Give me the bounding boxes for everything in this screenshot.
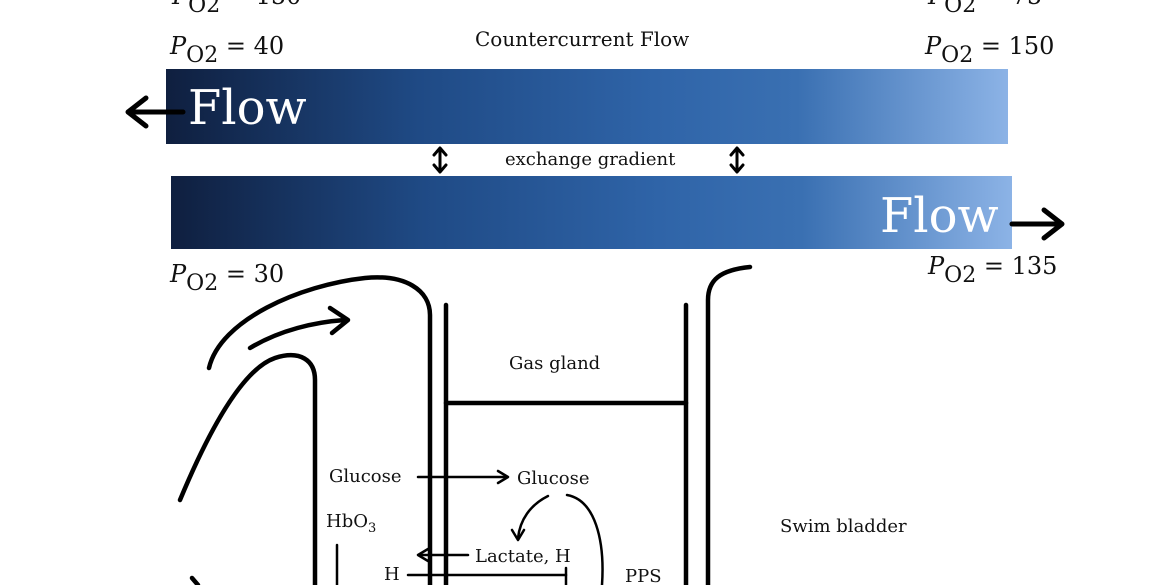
po2-top-right-upper: PO2 = 75 xyxy=(928,0,1042,18)
h-ion-label: H xyxy=(384,564,400,585)
po2-top-left: PO2 = 40 xyxy=(170,32,285,68)
glucose-right-label: Glucose xyxy=(517,468,590,489)
blood-flow-band-bottom xyxy=(171,176,1012,249)
po2-bottom-right: PO2 = 135 xyxy=(928,252,1058,288)
exchange-gradient-label: exchange gradient xyxy=(505,149,676,170)
po2-top-left-upper: PO2 = 150 xyxy=(172,0,301,18)
po2-top-right: PO2 = 150 xyxy=(925,32,1055,68)
blood-flow-band-top xyxy=(166,69,1008,144)
hbo3-label: HbO3 xyxy=(326,511,377,536)
gas-gland-label: Gas gland xyxy=(509,353,601,374)
lactate-label: Lactate, H xyxy=(475,546,571,567)
swim-bladder-label: Swim bladder xyxy=(780,516,907,537)
glucose-left-label: Glucose xyxy=(329,466,402,487)
flow-label-bottom: Flow xyxy=(880,188,999,244)
flow-label-top: Flow xyxy=(188,80,307,136)
po2-bottom-left: PO2 = 30 xyxy=(170,260,285,296)
pps-label: PPS xyxy=(625,566,662,587)
diagram-title: Countercurrent Flow xyxy=(475,27,690,51)
